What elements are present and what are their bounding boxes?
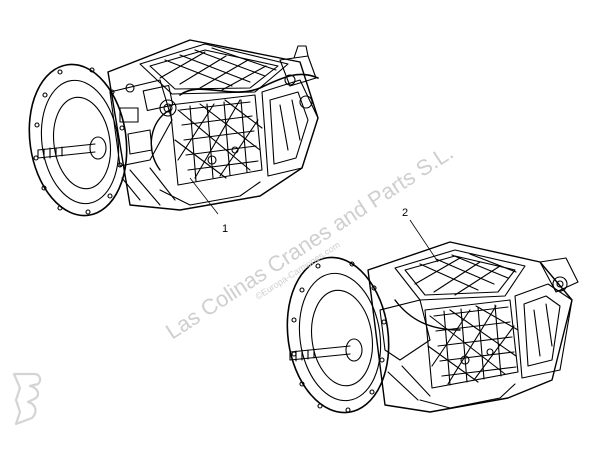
- callout-1-label: 1: [222, 223, 228, 235]
- watermark-main-text: Las Colinas Cranes and Parts S.L.: [161, 139, 458, 344]
- gearbox-2-drawing: [286, 241, 579, 414]
- watermark: Las Colinas Cranes and Parts S.L. ©Europ…: [12, 139, 458, 426]
- callout-2-leader: [409, 219, 439, 263]
- gearbox-1-drawing: [28, 39, 319, 217]
- europa-camiones-logo-icon: [12, 372, 42, 426]
- gearbox-1-flange-bolts: [33, 67, 125, 215]
- callout-1-leader: [189, 177, 219, 215]
- callout-2-label: 2: [402, 207, 408, 219]
